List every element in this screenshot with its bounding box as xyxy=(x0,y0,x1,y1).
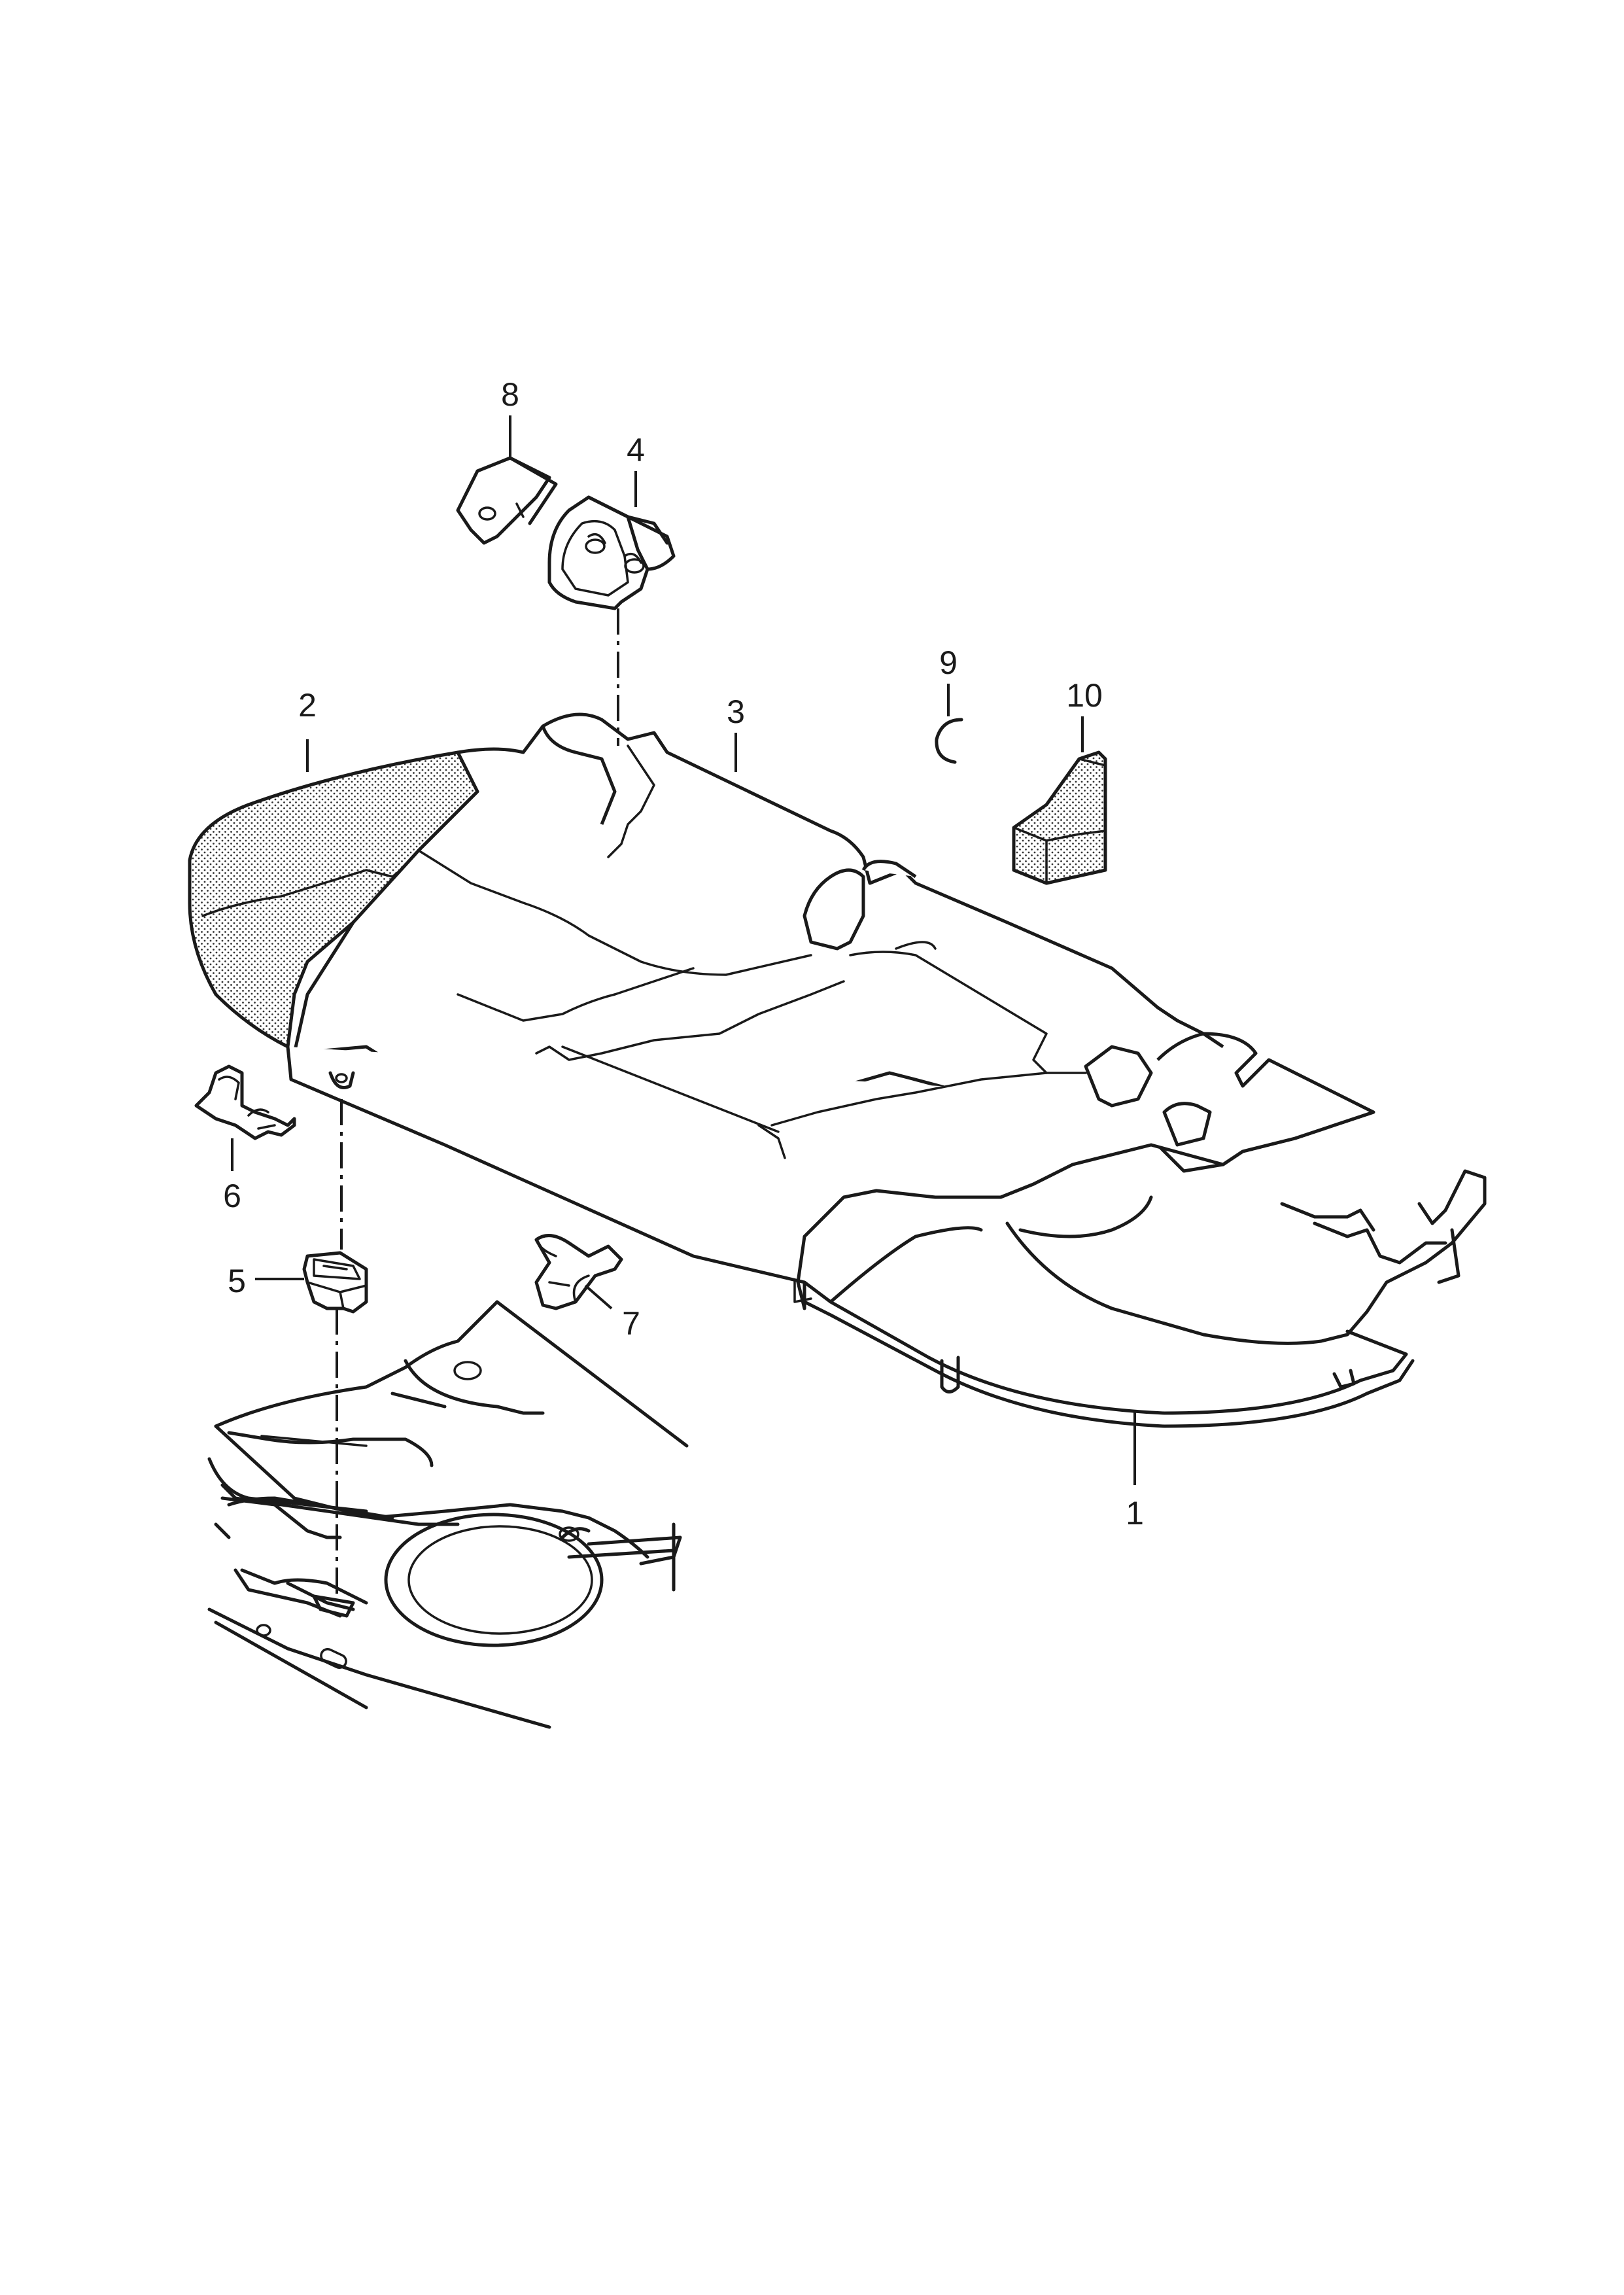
leader-lines xyxy=(231,415,1136,1485)
c-clip-part-9 xyxy=(935,718,963,764)
part-label-7: 7 xyxy=(622,1305,640,1342)
fastener-clip-part-6 xyxy=(194,1064,296,1140)
foam-wedge-part-10 xyxy=(1012,750,1107,885)
assembly-guide-lines xyxy=(336,608,619,1600)
retainer-part-5 xyxy=(302,1251,368,1314)
cover-cap-part-8 xyxy=(456,456,558,545)
vehicle-floor-pan xyxy=(207,1300,689,1729)
seat-frame-part-1 xyxy=(793,1169,1487,1428)
part-label-10: 10 xyxy=(1066,677,1103,714)
part-label-6: 6 xyxy=(223,1178,241,1214)
part-label-5: 5 xyxy=(228,1263,246,1299)
part-label-8: 8 xyxy=(501,376,519,413)
part-label-1: 1 xyxy=(1126,1495,1144,1532)
part-number-labels: 1 2 3 4 5 6 7 8 9 10 xyxy=(223,376,1144,1532)
seat-cushion-part-3 xyxy=(286,712,1375,1310)
part-label-9: 9 xyxy=(939,644,958,681)
part-label-4: 4 xyxy=(627,432,645,468)
spring-clip-part-7 xyxy=(534,1234,623,1310)
part-label-3: 3 xyxy=(727,693,745,730)
anchor-cover-part-4 xyxy=(547,495,676,610)
part-label-2: 2 xyxy=(298,687,317,724)
